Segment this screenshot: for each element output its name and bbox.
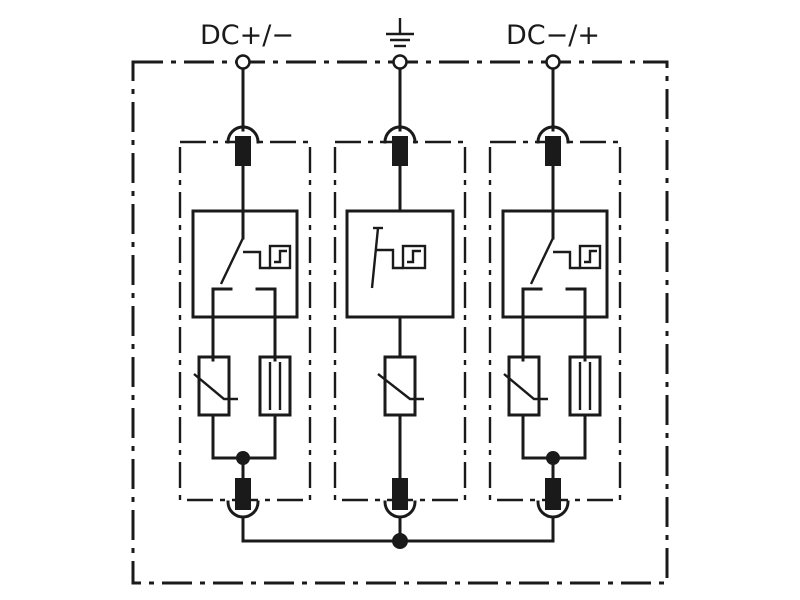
varistor-icon: [193, 355, 238, 417]
module-center: [333, 66, 467, 543]
terminal-label-right: DC−/+: [506, 20, 600, 51]
status-indicator-icon: [578, 244, 602, 270]
outer-enclosure: [131, 60, 669, 585]
status-indicator-icon: [268, 244, 292, 270]
module-left: [178, 66, 312, 543]
fuse-icon: [258, 355, 292, 417]
fuse-icon: [568, 355, 602, 417]
disconnector-box-right: [501, 209, 609, 319]
common-junction-dot: [392, 533, 408, 549]
disconnector-box-center: [345, 209, 455, 319]
thermal-disconnector-icon: [370, 226, 403, 289]
terminal-label-left: DC+/−: [200, 20, 294, 51]
thermal-disconnector-icon: [529, 237, 580, 285]
terminal-ground: [392, 54, 408, 70]
terminal-right: [545, 54, 561, 70]
terminal-block-center-top: [392, 136, 408, 166]
earth-ground-icon: [386, 18, 414, 48]
thermal-disconnector-icon: [219, 237, 270, 285]
terminal-block-left-bottom: [235, 478, 251, 510]
module-right-enclosure: [488, 140, 622, 502]
status-indicator-icon: [401, 244, 427, 270]
varistor-icon: [503, 355, 548, 417]
module-left-enclosure: [178, 140, 312, 502]
terminal-block-center-bottom: [392, 478, 408, 510]
module-right: [488, 66, 622, 543]
terminal-block-right-top: [545, 136, 561, 166]
disconnector-box-left: [191, 209, 299, 319]
terminal-block-right-bottom: [545, 478, 561, 510]
varistor-icon: [377, 355, 424, 417]
terminal-block-left-top: [235, 136, 251, 166]
terminal-left: [235, 54, 251, 70]
